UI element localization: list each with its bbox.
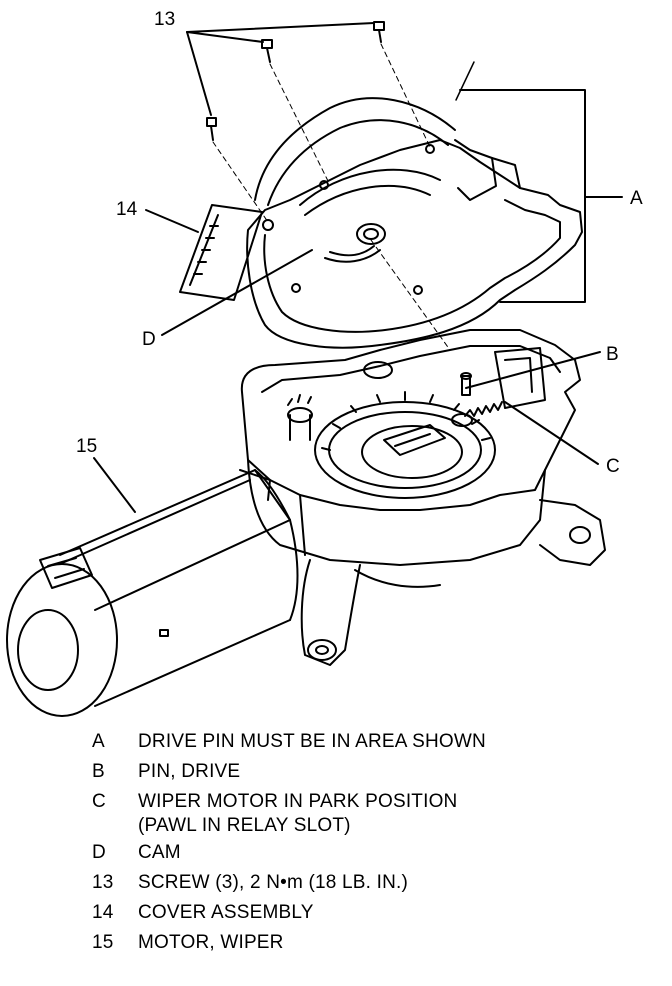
legend-key: B — [92, 761, 105, 782]
legend-item: D CAM — [92, 838, 652, 868]
legend-description: SCREW (3), 2 N•m (18 LB. IN.) — [138, 872, 409, 893]
legend-item: A DRIVE PIN MUST BE IN AREA SHOWN — [92, 727, 652, 757]
legend-item: 13 SCREW (3), 2 N•m (18 LB. IN.) — [92, 868, 652, 898]
legend-item: B PIN, DRIVE — [92, 757, 652, 787]
legend-item: 14 COVER ASSEMBLY — [92, 898, 652, 928]
legend-item: C WIPER MOTOR IN PARK POSITION (PAWL IN … — [92, 787, 652, 838]
callout-15: 15 — [76, 436, 97, 457]
leaders — [93, 22, 623, 513]
callout-b: B — [606, 344, 619, 365]
legend-key: D — [92, 842, 106, 863]
legend: A DRIVE PIN MUST BE IN AREA SHOWN B PIN,… — [92, 727, 652, 958]
callout-14: 14 — [116, 199, 138, 220]
legend-key: C — [92, 791, 106, 812]
legend-key: 13 — [92, 872, 114, 893]
callout-c: C — [606, 456, 620, 477]
wiper-motor-exploded-diagram: 13 14 15 D A B C — [6, 9, 643, 717]
legend-key: 14 — [92, 902, 114, 923]
legend-description: MOTOR, WIPER — [138, 932, 284, 953]
legend-key: 15 — [92, 932, 114, 953]
screws — [206, 21, 431, 223]
legend-key: A — [92, 731, 105, 752]
wiper-motor — [6, 469, 299, 717]
callout-13: 13 — [154, 9, 175, 30]
callout-d: D — [142, 329, 156, 350]
legend-description: CAM — [138, 842, 181, 863]
legend-description: DRIVE PIN MUST BE IN AREA SHOWN — [138, 731, 486, 752]
legend-description: WIPER MOTOR IN PARK POSITION (PAWL IN RE… — [138, 791, 458, 836]
legend-description: COVER ASSEMBLY — [138, 902, 314, 923]
gear-housing — [240, 329, 606, 666]
legend-description: PIN, DRIVE — [138, 761, 241, 782]
cover-assembly — [179, 97, 583, 349]
callout-a: A — [630, 188, 643, 209]
legend-item: 15 MOTOR, WIPER — [92, 928, 652, 958]
